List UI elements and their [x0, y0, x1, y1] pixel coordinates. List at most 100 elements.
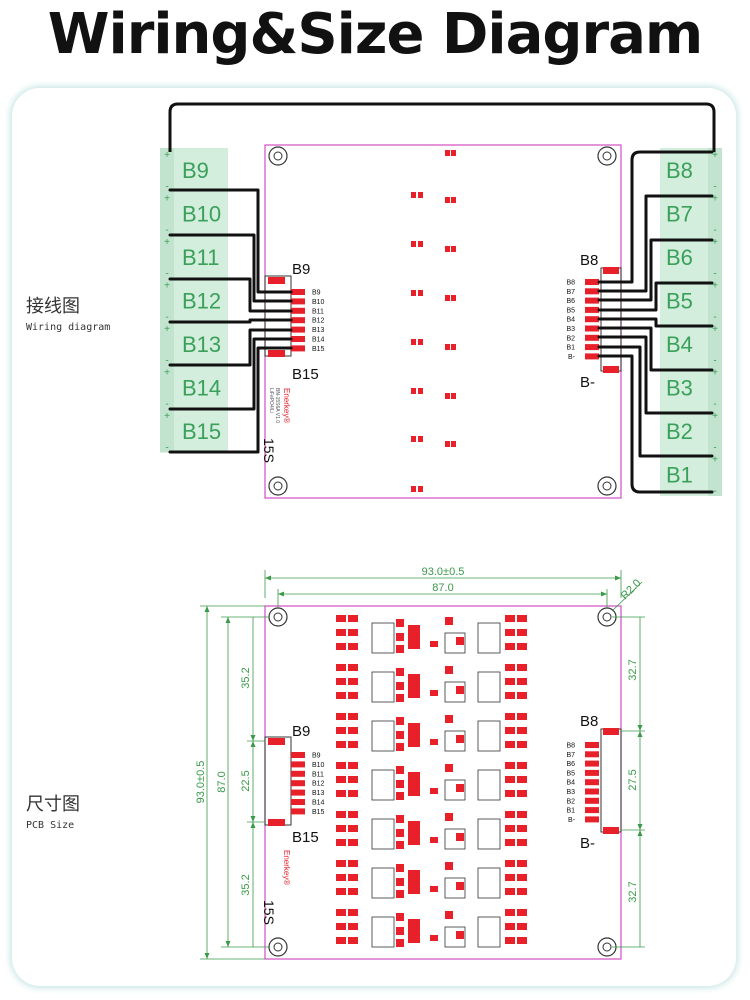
minus-terminal-icon: - [165, 225, 168, 236]
dim-left-mid: 22.5 [240, 770, 252, 791]
battery-cell: B13+- [160, 322, 228, 367]
connector-pin-label: B4 [566, 317, 575, 324]
connector-pad [585, 760, 599, 767]
wiring-conn-right-top-label: B8 [580, 252, 598, 269]
minus-terminal-icon: - [165, 312, 168, 323]
dim-right-mid: 27.5 [627, 769, 639, 790]
battery-cell: B1+- [660, 452, 722, 497]
minus-terminal-icon: - [713, 312, 716, 323]
wiring-label-en: Wiring diagram [26, 322, 111, 333]
size-conn-left-bottom-label: B15 [292, 829, 319, 846]
minus-terminal-icon: - [713, 443, 716, 454]
connector-pad [291, 780, 305, 787]
connector-pin-label: B15 [312, 346, 325, 353]
cell-label: B2 [666, 419, 693, 444]
connector-pin-label: B12 [312, 781, 325, 788]
dim-radius: R2.0 [619, 577, 644, 602]
size-section-label: 尺寸图 PCB Size [26, 790, 80, 831]
connector-pad [585, 751, 599, 758]
dim-width-outer: 93.0±0.5 [422, 566, 465, 578]
connector-pin-label: B7 [566, 289, 575, 296]
wire [168, 337, 293, 411]
connector-pin-label: B1 [566, 345, 575, 352]
battery-cell: B14+- [160, 365, 228, 410]
plus-terminal-icon: + [712, 455, 718, 466]
wire [168, 188, 293, 294]
connector-pad [291, 317, 305, 324]
connector-pad [291, 289, 305, 295]
connector-pad [291, 298, 305, 305]
connector-pin-label: B3 [566, 326, 575, 333]
cell-label: B15 [182, 419, 221, 444]
wiring-brand-label: Enerkey® [282, 388, 291, 423]
connector-pin-label: B9 [312, 290, 321, 297]
page-title: Wiring&Size Diagram [47, 2, 703, 67]
wiring-conn-left-bottom-label: B15 [292, 366, 319, 383]
connector-pad [291, 761, 305, 768]
cell-label: B12 [182, 288, 221, 313]
wiring-conn-left-top-label: B9 [292, 261, 310, 278]
cell-label: B11 [182, 245, 220, 270]
minus-terminal-icon: - [165, 443, 168, 454]
dim-right-bottom: 32.7 [627, 881, 639, 902]
wiring-board-text: BN-15S6A V1.0 [274, 388, 280, 423]
battery-cell: B8+- [660, 148, 722, 193]
plus-terminal-icon: + [712, 324, 718, 335]
cell-label: B3 [666, 375, 693, 400]
connector-pin-label: B7 [566, 752, 575, 759]
plus-terminal-icon: + [712, 368, 718, 379]
wire [597, 317, 714, 328]
dimension-arrows [204, 575, 643, 959]
mounting-hole-icon [268, 937, 288, 957]
dim-left-bottom: 35.2 [240, 874, 252, 895]
wiring-section-label: 接线图 Wiring diagram [26, 292, 110, 333]
connector-pad [585, 334, 599, 341]
minus-terminal-icon: - [165, 182, 168, 193]
plus-terminal-icon: + [712, 411, 718, 422]
connector-pad [291, 326, 305, 333]
connector-pin-label: B4 [566, 780, 575, 787]
plus-terminal-icon: + [164, 368, 170, 379]
cell-label: B1 [666, 462, 693, 487]
wire [597, 150, 714, 284]
cell-label: B9 [182, 158, 209, 183]
connector-pin-label: B9 [312, 753, 321, 760]
wiring-board-text-2: LiFePO4/Li [268, 388, 274, 413]
connector-pad [585, 279, 599, 285]
battery-cell: B15+- [160, 409, 228, 454]
wiring-series-label: 15S [261, 438, 277, 463]
mounting-hole-icon [597, 146, 617, 166]
wire [597, 326, 714, 372]
mounting-hole-icon [268, 476, 288, 496]
connector-pin-label: B13 [312, 790, 325, 797]
plus-terminal-icon: + [164, 237, 170, 248]
size-left-connector [264, 736, 305, 826]
connector-pad [291, 336, 305, 342]
battery-cell: B4+- [660, 322, 722, 367]
connector-pad [585, 797, 599, 804]
battery-cell: B7+- [660, 191, 722, 236]
connector-pin-label: B5 [566, 307, 575, 314]
connector-pad [291, 752, 305, 758]
cell-label: B4 [666, 332, 693, 357]
component-area [336, 615, 527, 948]
cell-label: B10 [182, 201, 221, 226]
connector-pin-label: B2 [566, 335, 575, 342]
connector-pin-label: B1 [566, 808, 575, 815]
connector-pad [585, 288, 599, 295]
wire [168, 318, 293, 324]
connector-pad [585, 742, 599, 748]
plus-terminal-icon: + [164, 194, 170, 205]
wiring-right-connector [585, 267, 622, 373]
cell-label: B13 [182, 332, 221, 357]
connector-pin-label: B13 [312, 327, 325, 334]
wire [597, 238, 714, 302]
size-label-en: PCB Size [26, 820, 75, 831]
minus-terminal-icon: - [165, 356, 168, 367]
size-label-zh: 尺寸图 [26, 794, 80, 815]
size-right-connector [585, 728, 622, 834]
connector-pin-label: B5 [566, 770, 575, 777]
plus-terminal-icon: + [712, 150, 718, 161]
battery-cell: B10 + - [160, 191, 228, 236]
